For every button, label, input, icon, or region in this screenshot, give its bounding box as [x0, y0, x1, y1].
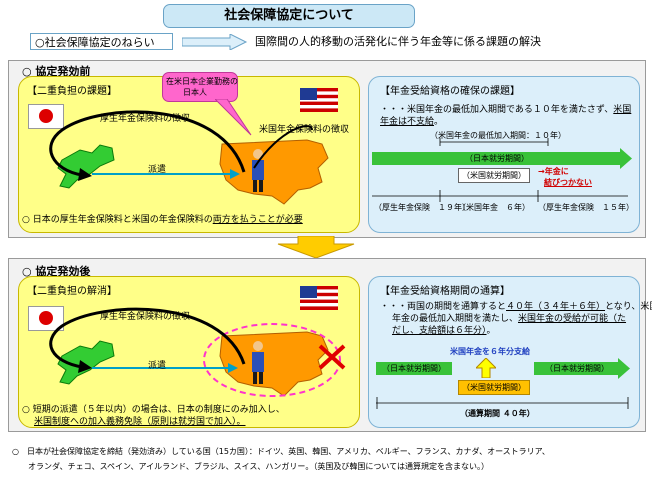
- before-problem-label: 【二重負担の課題】: [27, 86, 117, 97]
- after-green-arrowhead-icon: [618, 358, 630, 379]
- before-dispatch-label: 派遣: [148, 165, 167, 175]
- after-pension-label: 【年金受給資格期間の通算】: [380, 286, 510, 297]
- callout-pointer-icon: [215, 99, 252, 136]
- before-green-bar: （日本就労期間）: [372, 152, 622, 165]
- before-no-link-1: →年金に: [538, 167, 569, 176]
- after-pension-text3: だし、支給額は６年分）。: [392, 326, 496, 336]
- after-jp-period-1: （日本就労期間）: [376, 362, 452, 375]
- before-axis-jp2: （厚生年金保険 １５年）: [538, 203, 634, 212]
- before-green-arrowhead-icon: [620, 148, 632, 169]
- us-flag-icon: [300, 88, 338, 112]
- after-note-1: ○ 短期の派遣（５年以内）の場合は、日本の制度にのみ加入し、: [22, 405, 285, 415]
- transition-arrow-icon: [277, 236, 355, 258]
- before-pension-text1: ・・・米国年金の最低加入期間である１０年を満たさず、米国: [380, 105, 632, 115]
- before-us-period: （米国就労期間）: [458, 168, 530, 183]
- after-jp-contrib: 厚生年金保険料の徴収: [100, 312, 191, 322]
- before-no-link-2: 結びつかない: [544, 178, 592, 187]
- after-header: ○ 協定発効後: [22, 265, 91, 278]
- footer-line-2: オランダ、チェコ、スペイン、アイルランド、ブラジル、スイス、ハンガリー。（英国及…: [28, 462, 489, 471]
- us-flag-icon-2: [300, 286, 338, 310]
- before-map-drawing: [49, 110, 329, 205]
- before-note: ○ 日本の厚生年金保険料と米国の年金保険料の両方を払うことが必要: [22, 215, 303, 225]
- after-note-2: 米国制度への加入義務免除（原則は就労国で加入）。: [34, 417, 246, 427]
- before-pension-label: 【年金受給資格の確保の課題】: [380, 86, 520, 97]
- page-title: 社会保障協定について: [163, 4, 415, 28]
- after-pension-text2: 年金の最低加入期間を満たし、米国年金の受給が可能（た: [392, 314, 627, 324]
- after-payout: 米国年金を６年分支給: [450, 347, 530, 356]
- after-problem-label: 【二重負担の解消】: [27, 286, 117, 297]
- before-axis-jp: （厚生年金保険 １９年）: [374, 203, 470, 212]
- before-pension-text2: 年金は不支給。: [380, 117, 444, 127]
- after-us-period: （米国就労期間）: [458, 380, 530, 395]
- before-timeline: [372, 138, 628, 202]
- aim-arrow-icon: [182, 34, 248, 50]
- before-header: ○ 協定発効前: [22, 65, 91, 78]
- footer-line-1: ○ 日本が社会保障協定を締結（発効済み）している国（15カ国）：ドイツ、英国、韓…: [12, 447, 550, 456]
- after-total-bracket: [376, 397, 629, 409]
- after-up-arrow-icon: [476, 358, 496, 378]
- after-map-drawing: [49, 307, 346, 397]
- japan-flag-icon-2: [28, 306, 64, 331]
- aim-text: 国際間の人的移動の活発化に伴う年金等に係る課題の解決: [255, 35, 541, 48]
- japan-flag-icon: [28, 104, 64, 129]
- before-jp-contrib: 厚生年金保険料の徴収: [100, 114, 191, 124]
- before-min-period: （米国年金の最低加入期間：１０年）: [430, 131, 566, 140]
- before-axis-us: （米国年金 ６年）: [458, 203, 530, 212]
- worker-callout: 在米日本企業勤務の 日本人: [162, 72, 238, 102]
- after-dispatch-label: 派遣: [148, 361, 167, 371]
- after-pension-text1: ・・・両国の期間を通算すると４０年（３４年＋６年）となり、米国: [380, 302, 652, 312]
- before-us-contrib: 米国年金保険料の徴収: [259, 125, 350, 135]
- after-jp-period-2: （日本就労期間）: [534, 362, 620, 375]
- aim-label: ○社会保障協定のねらい: [30, 33, 173, 50]
- after-total: （通算期間 ４０年）: [460, 409, 535, 418]
